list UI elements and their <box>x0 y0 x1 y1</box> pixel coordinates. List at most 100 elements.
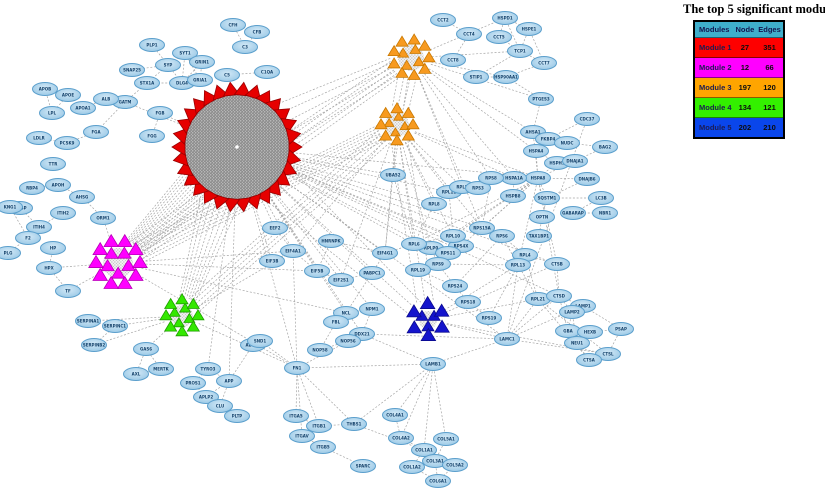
module-triangle <box>172 317 185 328</box>
gene-node-label: HNRNPK <box>321 238 341 243</box>
gene-node: CDC37 <box>574 112 600 126</box>
gene-node: ALB <box>93 92 119 106</box>
gene-node: C1QA <box>254 65 280 79</box>
gene-node: HSPA8 <box>525 171 551 185</box>
gene-node-shape <box>254 65 280 79</box>
edge <box>384 174 394 254</box>
gene-node-label: AXL <box>132 371 141 376</box>
gene-node-shape <box>516 22 542 36</box>
gene-node-shape <box>40 241 66 255</box>
bundle-edge <box>131 173 198 244</box>
gene-node: TAX1BP1 <box>526 229 552 243</box>
gene-node: RPL6 <box>401 237 427 251</box>
gene-node-shape <box>493 70 519 84</box>
module-triangle <box>244 193 262 210</box>
gene-node: SQSTM1 <box>534 191 560 205</box>
module-5-nodes: 202 <box>733 117 757 138</box>
gene-node-shape <box>608 322 634 336</box>
gene-node: ITIH2 <box>50 206 76 220</box>
module-edge <box>446 323 609 355</box>
gene-node-shape <box>318 234 344 248</box>
gene-node-label: CCT5 <box>493 34 505 39</box>
gene-node: COL1A1 <box>411 443 437 457</box>
module-triangle <box>285 127 302 145</box>
gene-node-label: RPL8 <box>428 201 440 206</box>
gene-node-label: LDLR <box>33 135 45 140</box>
edge <box>400 363 434 439</box>
bundle-edge <box>199 142 390 312</box>
gene-node: APOE <box>55 88 81 102</box>
gene-node-label: PLP1 <box>146 42 157 47</box>
col-node: Node <box>735 25 755 34</box>
gene-node: NOP58 <box>307 343 333 357</box>
gene-node-label: NCL <box>342 310 351 315</box>
gene-node-shape <box>148 362 174 376</box>
bundle-edge <box>254 191 410 315</box>
gene-node-shape <box>440 229 466 243</box>
gene-node-label: SNAP25 <box>123 67 141 72</box>
module-triangle <box>273 108 291 124</box>
module-edge <box>249 193 298 369</box>
module-3-edges: 120 <box>756 77 784 98</box>
gene-node-label: TYRO3 <box>201 366 216 371</box>
bundle-edge <box>284 74 399 147</box>
gene-node-label: HSPA1A <box>505 175 524 180</box>
gene-node-label: SND1 <box>254 338 267 343</box>
gene-node: CLU <box>207 399 233 413</box>
bundle-edge <box>273 62 391 117</box>
gene-node: NPM1 <box>359 302 385 316</box>
gene-node-shape <box>544 257 570 271</box>
gene-node: APP <box>216 374 242 388</box>
gene-node: CTSB <box>544 257 570 271</box>
gene-node: EIF3B <box>259 254 285 268</box>
edge <box>295 367 298 417</box>
module-3-label: Module 3 <box>694 77 734 98</box>
gene-node-shape <box>139 38 165 52</box>
module-triangle <box>203 187 219 204</box>
gene-node-label: NPM1 <box>365 306 378 311</box>
gene-node-shape <box>588 191 614 205</box>
module-edge <box>408 139 483 229</box>
gene-node-label: ORM1 <box>96 215 109 220</box>
gene-node-shape <box>39 106 65 120</box>
gene-node: COL4A2 <box>388 431 414 445</box>
gene-node-label: LAMP1 <box>575 303 591 308</box>
module-triangle <box>288 138 303 156</box>
gene-node-shape <box>455 295 481 309</box>
gene-node: FGB <box>147 106 173 120</box>
module-edge <box>141 267 347 314</box>
module-edge <box>418 77 463 188</box>
gene-node: CTSD <box>546 289 572 303</box>
gene-node-label: TCP1 <box>514 48 526 53</box>
gene-node-shape <box>359 266 385 280</box>
gene-node-shape <box>310 440 336 454</box>
module-triangle <box>407 68 421 80</box>
module-triangle <box>163 297 178 309</box>
module-cluster-m1 <box>171 81 303 213</box>
bundle-edge <box>282 160 422 303</box>
gene-node-shape <box>306 419 332 433</box>
gene-node-shape <box>592 206 618 220</box>
edge <box>437 263 519 266</box>
gene-node-label: LAMP2 <box>564 309 580 314</box>
module-edge <box>430 17 506 51</box>
module-triangle <box>400 59 413 70</box>
bundle-edge <box>141 75 402 260</box>
gene-node-shape <box>81 338 107 352</box>
module-triangle <box>395 35 409 47</box>
gene-node: HP <box>40 241 66 255</box>
module-cluster-m5 <box>406 295 450 341</box>
module-2-nodes: 12 <box>733 57 757 78</box>
gene-node: PLP1 <box>139 38 165 52</box>
gene-node-label: HPX <box>44 265 53 270</box>
gene-node: RPS9 <box>425 257 451 271</box>
gene-node: SERPINA1 <box>75 314 101 328</box>
gene-node-shape <box>489 229 515 243</box>
gene-node-shape <box>592 140 618 154</box>
gene-node-shape <box>50 206 76 220</box>
gene-node: GRIA1 <box>187 73 213 87</box>
gene-node-shape <box>195 362 221 376</box>
gene-node: AXL <box>123 367 149 381</box>
gene-node-label: CCT7 <box>538 60 550 65</box>
